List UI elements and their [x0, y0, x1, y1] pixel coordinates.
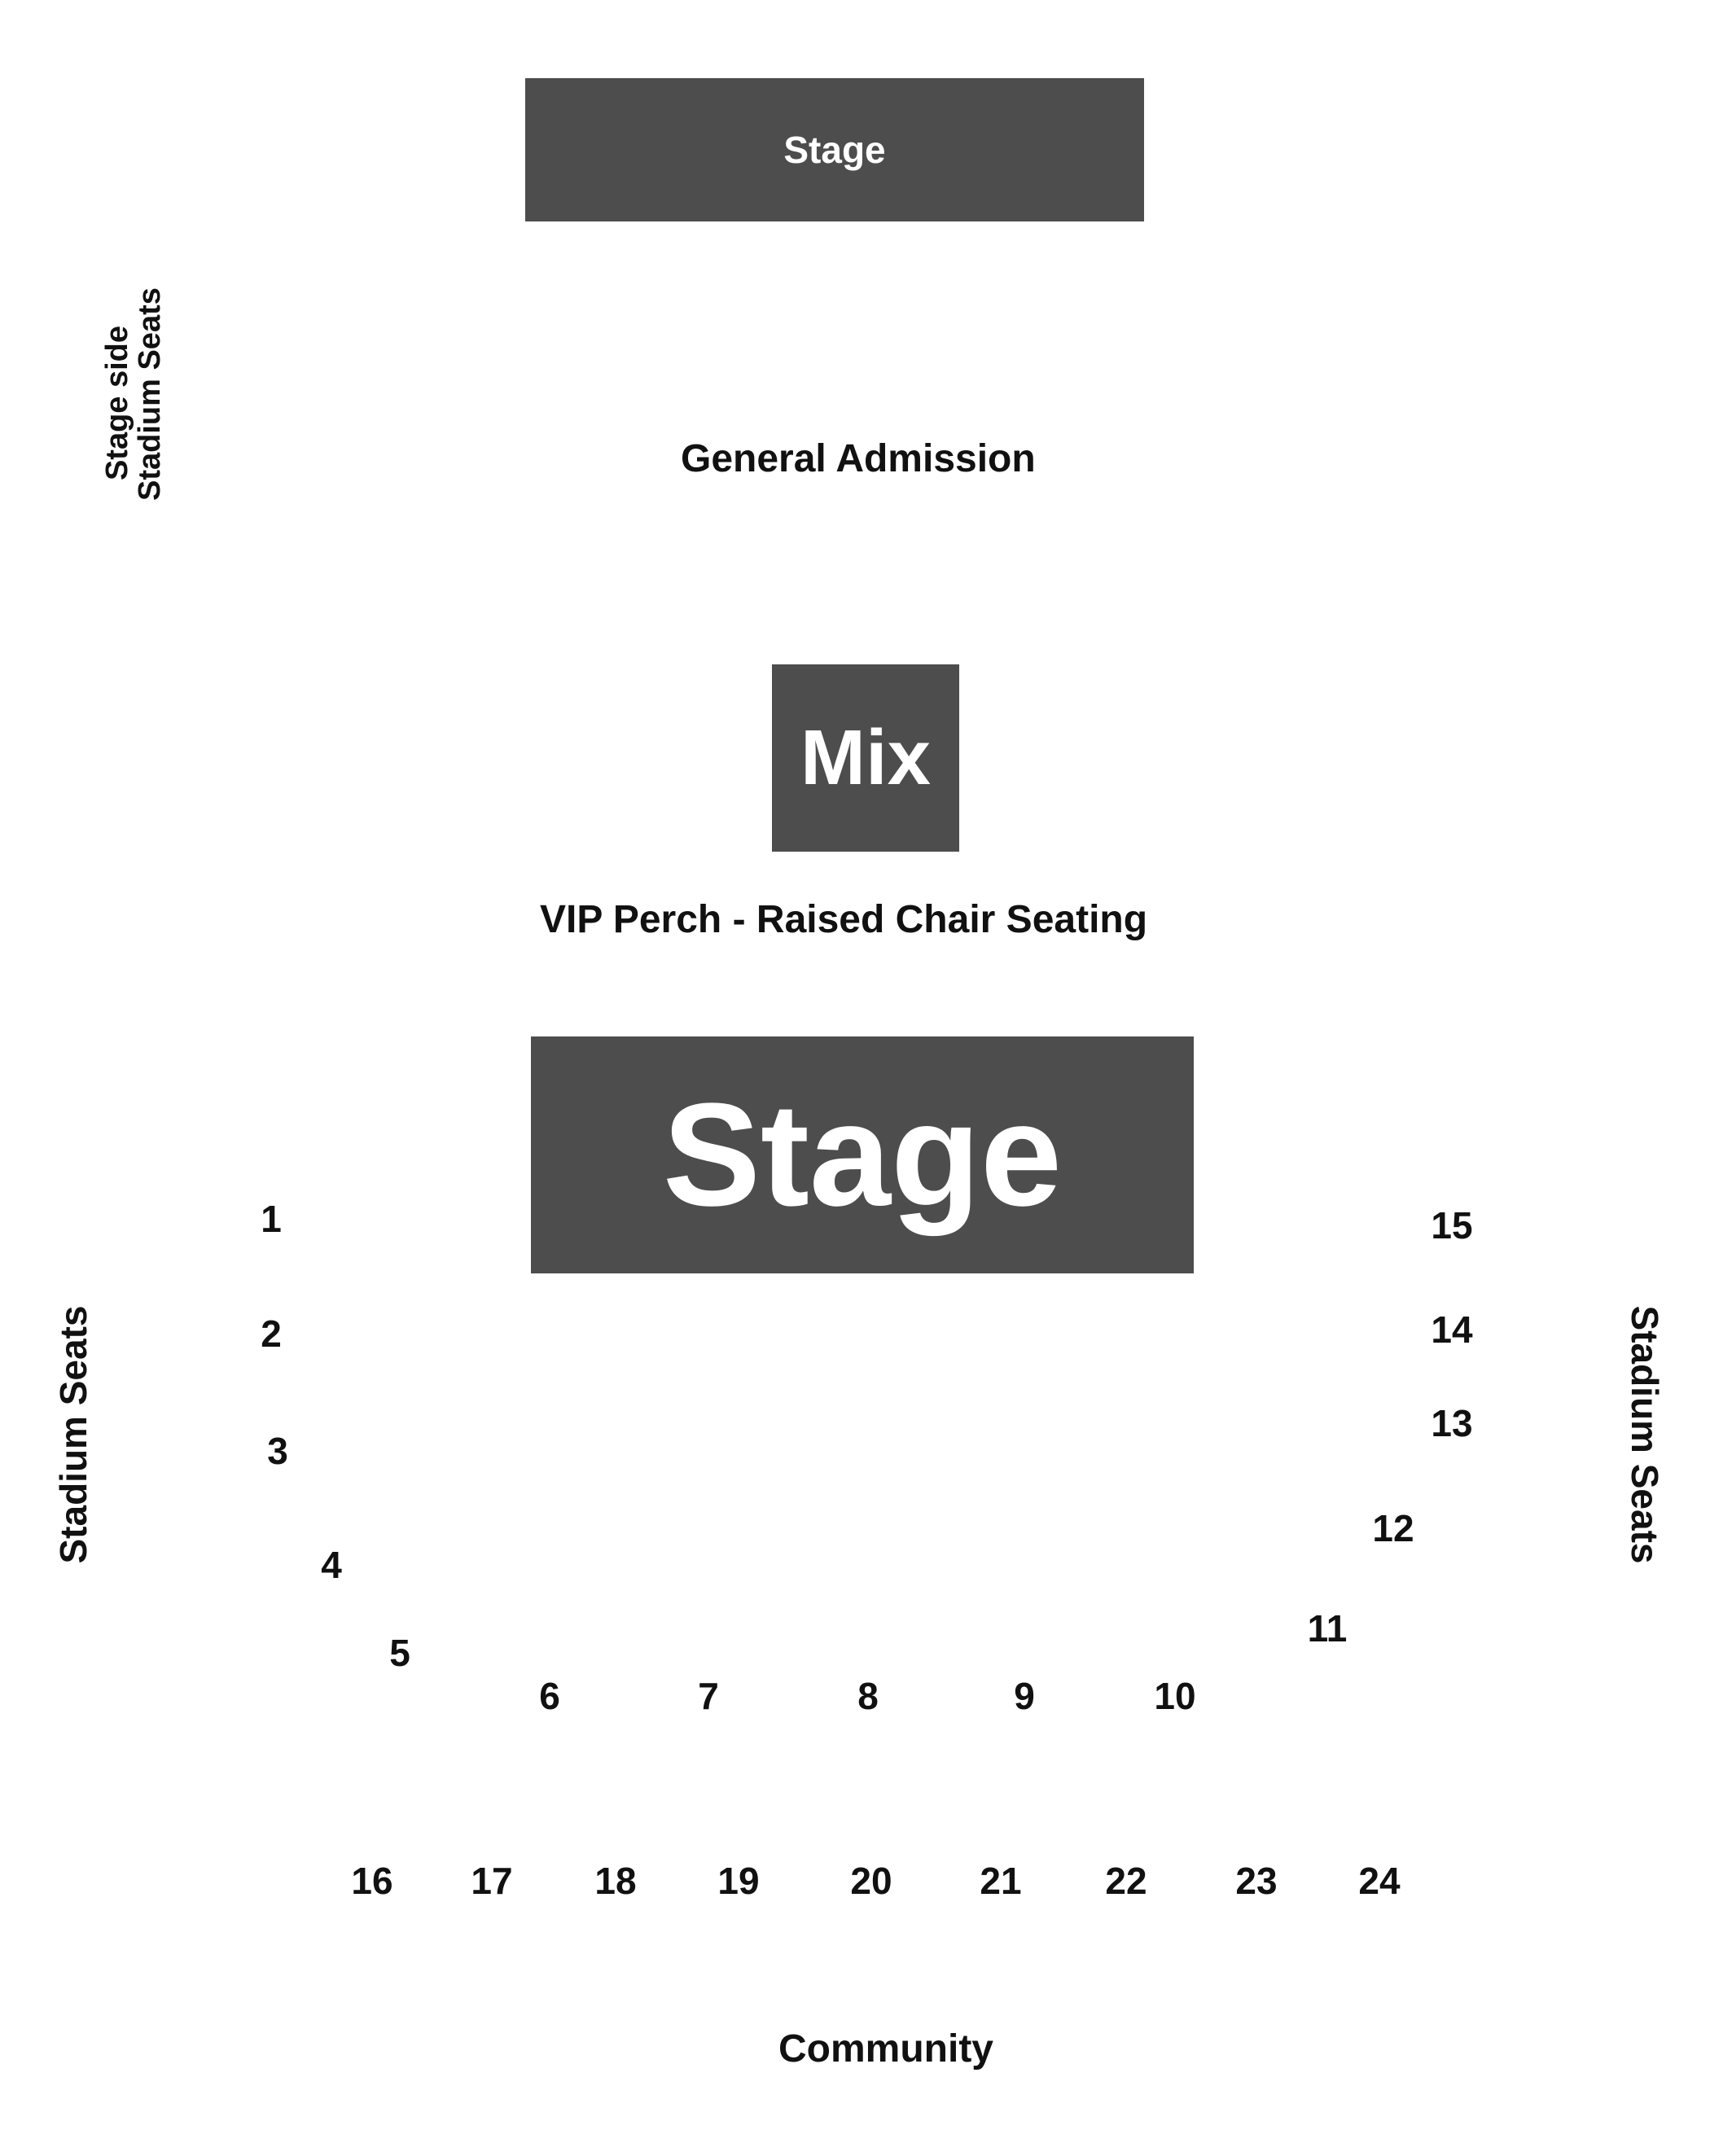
section-13[interactable]: 13 [1431, 1402, 1473, 1444]
stage-side-line2: Stadium Seats [132, 287, 167, 501]
stadium-seats-left-label[interactable]: Stadium Seats [52, 1305, 94, 1564]
stadium-seats-right-label[interactable]: Stadium Seats [1624, 1305, 1666, 1564]
section-24[interactable]: 24 [1358, 1860, 1401, 1902]
vip-perch-label[interactable]: VIP Perch - Raised Chair Seating [540, 898, 1148, 941]
mix-block[interactable]: Mix [772, 664, 959, 852]
section-16[interactable]: 16 [351, 1860, 393, 1902]
community-label[interactable]: Community [778, 2027, 993, 2071]
section-5[interactable]: 5 [389, 1632, 410, 1674]
section-11[interactable]: 11 [1307, 1607, 1348, 1650]
section-18[interactable]: 18 [594, 1860, 637, 1902]
main-stage-label: Stage [662, 1073, 1063, 1237]
section-23[interactable]: 23 [1235, 1860, 1278, 1902]
section-9[interactable]: 9 [1014, 1675, 1035, 1717]
mix-label: Mix [800, 714, 932, 801]
section-1[interactable]: 1 [261, 1198, 282, 1240]
section-19[interactable]: 19 [717, 1860, 760, 1902]
stage-side-line1: Stage side [100, 325, 134, 481]
section-22[interactable]: 22 [1105, 1860, 1147, 1902]
section-21[interactable]: 21 [980, 1860, 1022, 1902]
section-4[interactable]: 4 [321, 1544, 342, 1586]
section-6[interactable]: 6 [539, 1675, 560, 1717]
stage-side-stadium-seats-label[interactable]: Stage side Stadium Seats [100, 287, 183, 501]
section-17[interactable]: 17 [471, 1860, 513, 1902]
section-12[interactable]: 12 [1372, 1507, 1414, 1549]
general-admission-label[interactable]: General Admission [681, 437, 1036, 480]
section-20[interactable]: 20 [850, 1860, 892, 1902]
section-8[interactable]: 8 [857, 1675, 879, 1717]
section-2[interactable]: 2 [261, 1312, 282, 1355]
section-15[interactable]: 15 [1431, 1204, 1473, 1247]
top-stage-block[interactable]: Stage [525, 78, 1144, 221]
section-14[interactable]: 14 [1431, 1308, 1473, 1351]
top-stage-label: Stage [783, 129, 886, 171]
main-stage-block[interactable]: Stage [531, 1036, 1194, 1273]
section-7[interactable]: 7 [698, 1675, 719, 1717]
section-3[interactable]: 3 [267, 1430, 288, 1472]
section-10[interactable]: 10 [1154, 1675, 1196, 1717]
